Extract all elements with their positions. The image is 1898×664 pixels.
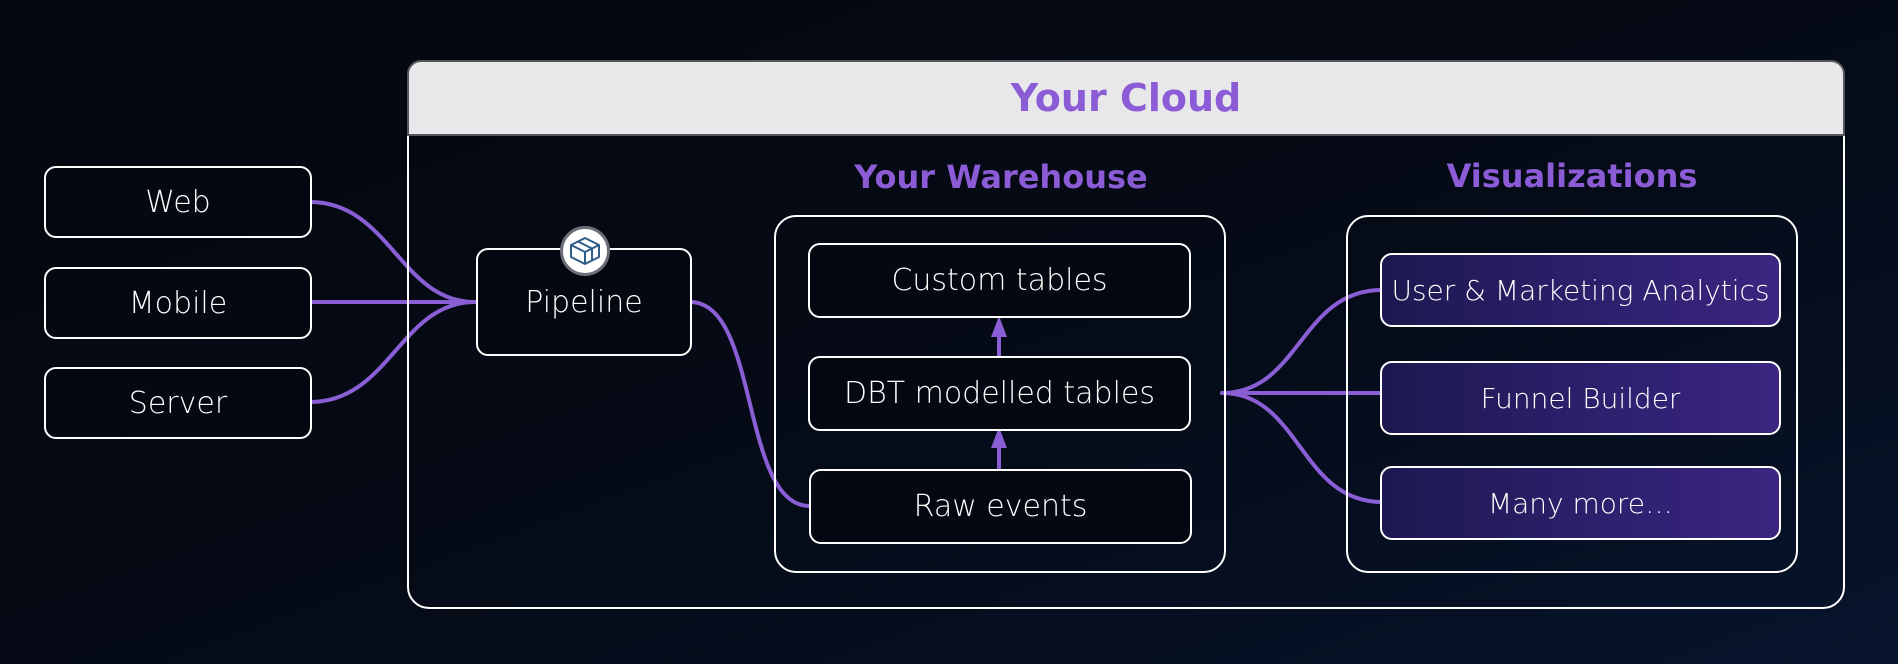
connector-web-pipeline	[308, 200, 477, 304]
visualizations-title: Visualizations	[1446, 157, 1698, 195]
visualizations-container	[1346, 215, 1798, 573]
dbt-modelled-tables-node[interactable]: DBT modelled tables	[808, 356, 1191, 431]
source-web[interactable]: Web	[44, 166, 312, 238]
viz-user-marketing-analytics[interactable]: User & Marketing Analytics	[1380, 253, 1781, 327]
connector-server-pipeline	[308, 300, 477, 404]
viz-funnel-builder[interactable]: Funnel Builder	[1380, 361, 1781, 435]
arrow-up-dbt-to-custom	[991, 316, 1007, 337]
viz-many-more[interactable]: Many more…	[1380, 466, 1781, 540]
connector-warehouse-more	[1220, 391, 1384, 504]
warehouse-container	[774, 215, 1226, 573]
warehouse-title: Your Warehouse	[854, 158, 1148, 196]
custom-tables-node[interactable]: Custom tables	[808, 243, 1191, 318]
connector-warehouse-analytics	[1220, 288, 1384, 395]
cloud-title: Your Cloud	[407, 60, 1845, 136]
arrow-up-raw-to-dbt	[991, 427, 1007, 448]
hub-cube-icon	[560, 226, 610, 276]
raw-events-node[interactable]: Raw events	[809, 469, 1192, 544]
source-mobile[interactable]: Mobile	[44, 267, 312, 339]
source-server[interactable]: Server	[44, 367, 312, 439]
connector-pipeline-raw-events	[688, 300, 812, 508]
